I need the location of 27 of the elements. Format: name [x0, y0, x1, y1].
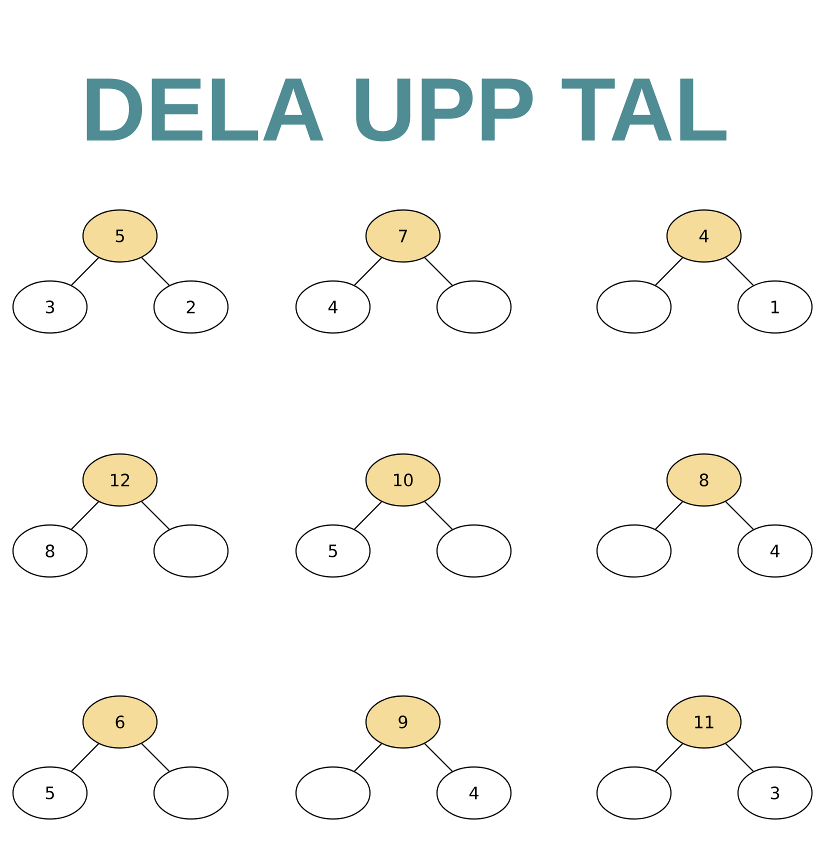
connector-line: [424, 501, 453, 530]
empty-ellipse: [436, 524, 512, 578]
connector-line: [725, 743, 754, 772]
connector-line: [424, 257, 453, 286]
connector-line: [655, 257, 683, 286]
empty-ellipse: [153, 766, 229, 820]
connector-line: [725, 501, 754, 530]
connector-line: [655, 743, 683, 772]
empty-ellipse: [153, 524, 229, 578]
connector-line: [71, 743, 99, 772]
connector-line: [354, 743, 382, 772]
empty-ellipse: [436, 280, 512, 334]
connector-line: [71, 257, 99, 286]
empty-ellipse: [596, 280, 672, 334]
connector-line: [725, 257, 754, 286]
connector-line: [424, 743, 453, 772]
empty-ellipse: [596, 524, 672, 578]
connector-line: [141, 501, 170, 530]
connector-line: [71, 501, 99, 530]
connector-line: [141, 743, 170, 772]
empty-ellipse: [596, 766, 672, 820]
connector-line: [141, 257, 170, 286]
empty-ellipse: [295, 766, 371, 820]
title: DELA UPP TAL: [86, 78, 726, 142]
connector-line: [655, 501, 683, 530]
connector-line: [354, 257, 382, 286]
connector-line: [354, 501, 382, 530]
